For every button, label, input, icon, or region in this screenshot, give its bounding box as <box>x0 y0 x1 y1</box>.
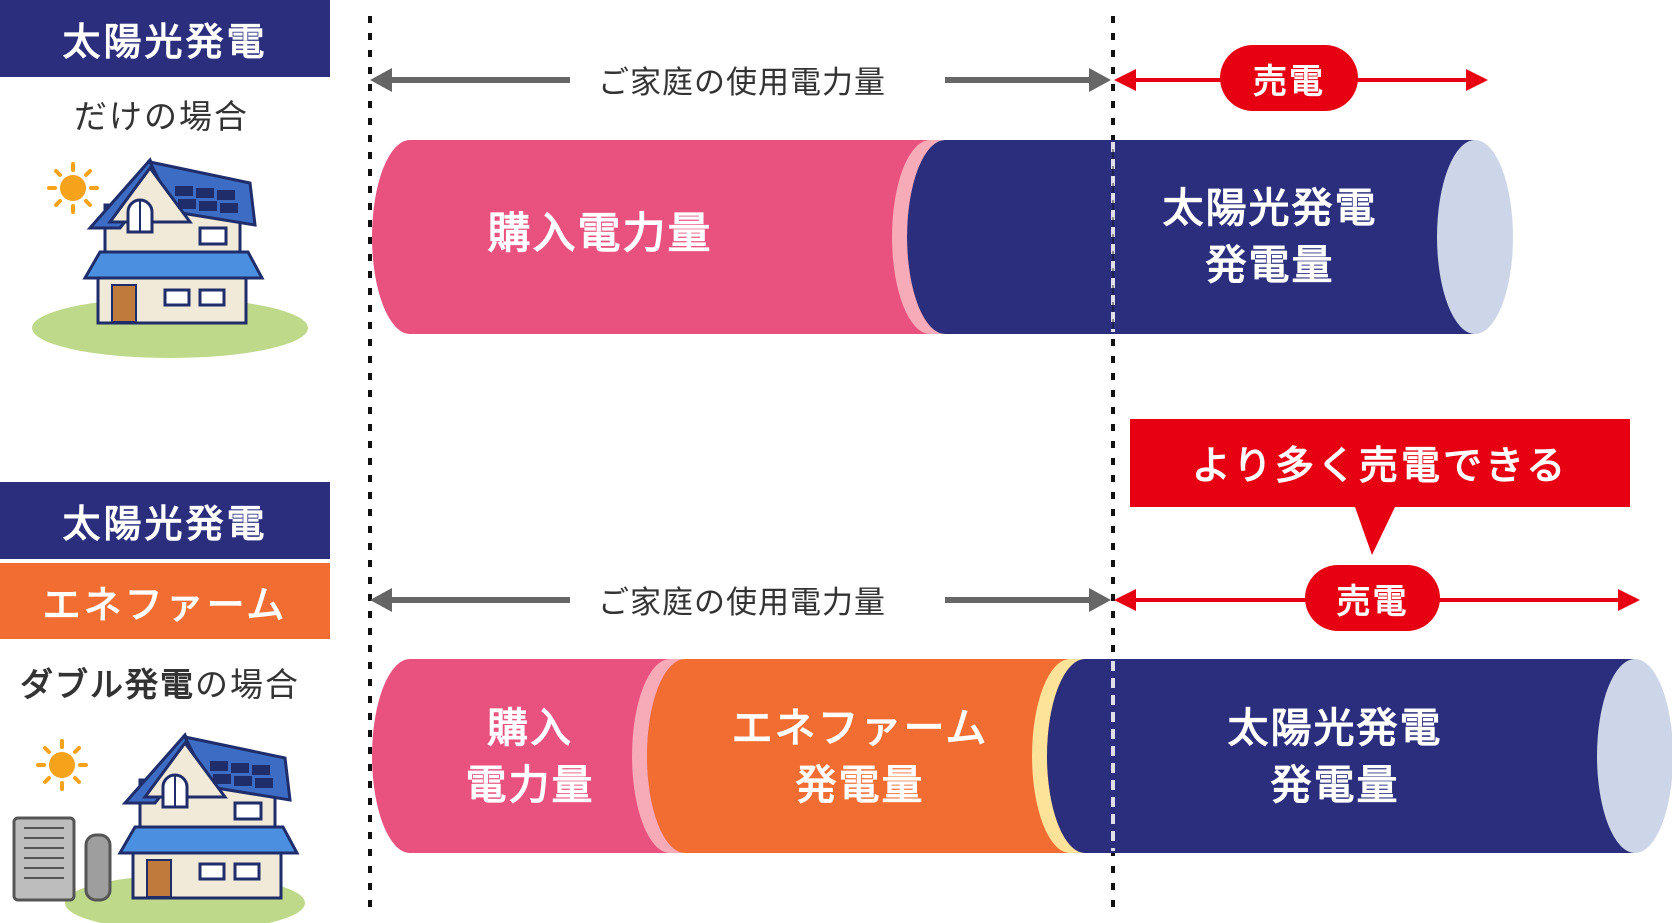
case1-sell-badge: 売電 <box>1220 45 1358 111</box>
case2-solar-label: 太陽光発電 発電量 <box>1185 700 1485 814</box>
sun-icon <box>47 162 99 214</box>
case2-solar-label-line1: 太陽光発電 <box>1227 704 1443 752</box>
case2-purchased-segment <box>372 659 670 853</box>
house-with-solar-panels-icon-2 <box>36 732 305 923</box>
case1-cylinder <box>372 140 1513 334</box>
case2-purchased-label-line2: 電力量 <box>465 761 595 809</box>
sun-icon-2 <box>36 739 88 791</box>
case2-caption: ダブル発電の場合 <box>20 665 300 704</box>
case2-usage-label: ご家庭の使用電力量 <box>580 577 904 622</box>
case1-usage-label: ご家庭の使用電力量 <box>580 57 904 102</box>
case2-usage-arrow <box>370 588 1111 612</box>
case2-cylinder-endcap <box>1597 659 1672 853</box>
case2-enefarm-label: エネファーム 発電量 <box>690 700 1030 814</box>
case1-purchased-segment <box>372 140 930 334</box>
case1-solar-label-line2: 発電量 <box>1205 241 1335 289</box>
case1-solar-label-line1: 太陽光発電 <box>1162 184 1378 232</box>
case1-solar-label: 太陽光発電 発電量 <box>1120 180 1420 294</box>
case1-cylinder-endcap <box>1437 140 1513 334</box>
case2-sell-badge: 売電 <box>1305 565 1440 631</box>
fuel-cell-unit-icon <box>12 816 112 902</box>
case1-usage-arrow <box>370 68 1111 92</box>
case1-purchased-label: 購入電力量 <box>487 209 713 259</box>
case1-tag: 太陽光発電 <box>0 0 330 77</box>
sell-more-callout: より多く売電できる <box>1130 419 1630 507</box>
case2-purchased-label: 購入 電力量 <box>420 700 640 814</box>
case2-tag-solar: 太陽光発電 <box>0 482 330 559</box>
callout-pointer <box>1355 507 1395 555</box>
house-with-solar-panels-icon <box>32 157 308 358</box>
case2-enefarm-label-line2: 発電量 <box>795 761 925 809</box>
case2-cylinder <box>372 659 1672 853</box>
case1-solar-segment <box>907 140 1475 334</box>
case2-tag-enefarm: エネファーム <box>0 563 330 639</box>
case2-enefarm-segment <box>647 659 1070 853</box>
case1-caption: だけの場合 <box>74 97 249 136</box>
case2-solar-label-line2: 発電量 <box>1270 761 1400 809</box>
case2-enefarm-label-line1: エネファーム <box>731 704 989 752</box>
case2-solar-segment <box>1047 659 1635 853</box>
case2-purchased-label-line1: 購入 <box>487 704 573 752</box>
